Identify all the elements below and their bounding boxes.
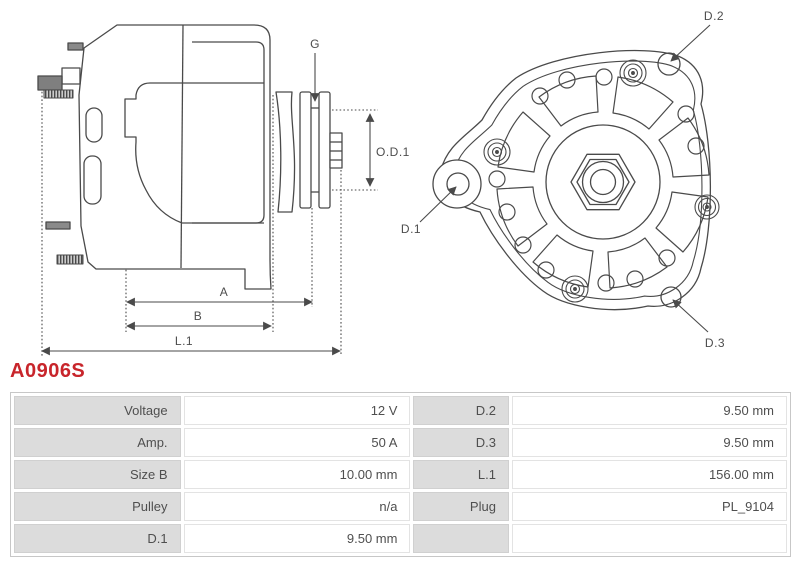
hex-nut	[570, 153, 636, 211]
dim-label-od1: O.D.1	[376, 145, 410, 159]
side-view-labels: G O.D.1 A B L.1	[175, 37, 410, 348]
spec-label-cell: Voltage	[14, 396, 181, 425]
dim-label-b: B	[194, 309, 203, 323]
spec-value-cell: 9.50 mm	[183, 524, 411, 553]
dim-label-d3: D.3	[705, 336, 725, 350]
spec-value-cell: n/a	[183, 492, 411, 521]
spec-label-cell: Amp.	[14, 428, 181, 457]
mount-hole-d2	[657, 52, 681, 76]
vent-slots	[496, 75, 710, 289]
dim-label-d1: D.1	[401, 222, 421, 236]
leader-d3	[672, 299, 709, 333]
leader-d1	[419, 186, 457, 223]
spec-value-cell	[511, 524, 787, 553]
spec-label-cell: D.2	[413, 396, 509, 425]
spec-label-cell: Pulley	[14, 492, 181, 521]
spec-value-cell: 156.00 mm	[511, 460, 787, 489]
side-view-drawing	[37, 24, 378, 356]
spec-value-cell: 10.00 mm	[183, 460, 411, 489]
pulley	[299, 91, 343, 209]
mount-hole-d3	[660, 286, 682, 308]
spec-label-cell: D.1	[14, 524, 181, 553]
dim-label-l1: L.1	[175, 334, 193, 348]
alternator-body-outline	[78, 24, 272, 290]
spec-value-cell: 9.50 mm	[511, 396, 787, 425]
leader-d2	[670, 24, 711, 62]
spec-value-cell: 50 A	[183, 428, 411, 457]
spec-label-cell: L.1	[413, 460, 509, 489]
dim-label-d2: D.2	[704, 9, 724, 23]
stud-main	[37, 75, 63, 91]
part-number-title: A0906S	[10, 360, 86, 382]
spec-label-cell: Size B	[14, 460, 181, 489]
spec-label-cell: Plug	[413, 492, 509, 521]
through-bolts	[483, 59, 720, 303]
spec-value-cell: PL_9104	[511, 492, 787, 521]
mount-ear-d1	[432, 159, 482, 209]
stud-thread-top	[43, 89, 74, 99]
front-view-labels: D.2 D.1 D.3	[401, 9, 725, 350]
front-view-drawing	[419, 24, 720, 333]
housing-holes	[488, 68, 705, 292]
dim-label-g: G	[310, 37, 320, 51]
spec-label-cell: D.3	[413, 428, 509, 457]
spec-label-cell	[413, 524, 509, 553]
pulley-hub	[545, 124, 661, 240]
technical-drawing: G O.D.1 A B L.1	[37, 9, 725, 356]
spec-value-cell: 9.50 mm	[511, 428, 787, 457]
stud-bottom	[45, 221, 71, 230]
stud-thread-bottom	[56, 254, 84, 265]
stud-top	[67, 42, 84, 51]
spec-value-cell: 12 V	[183, 396, 411, 425]
dim-label-a: A	[220, 285, 229, 299]
